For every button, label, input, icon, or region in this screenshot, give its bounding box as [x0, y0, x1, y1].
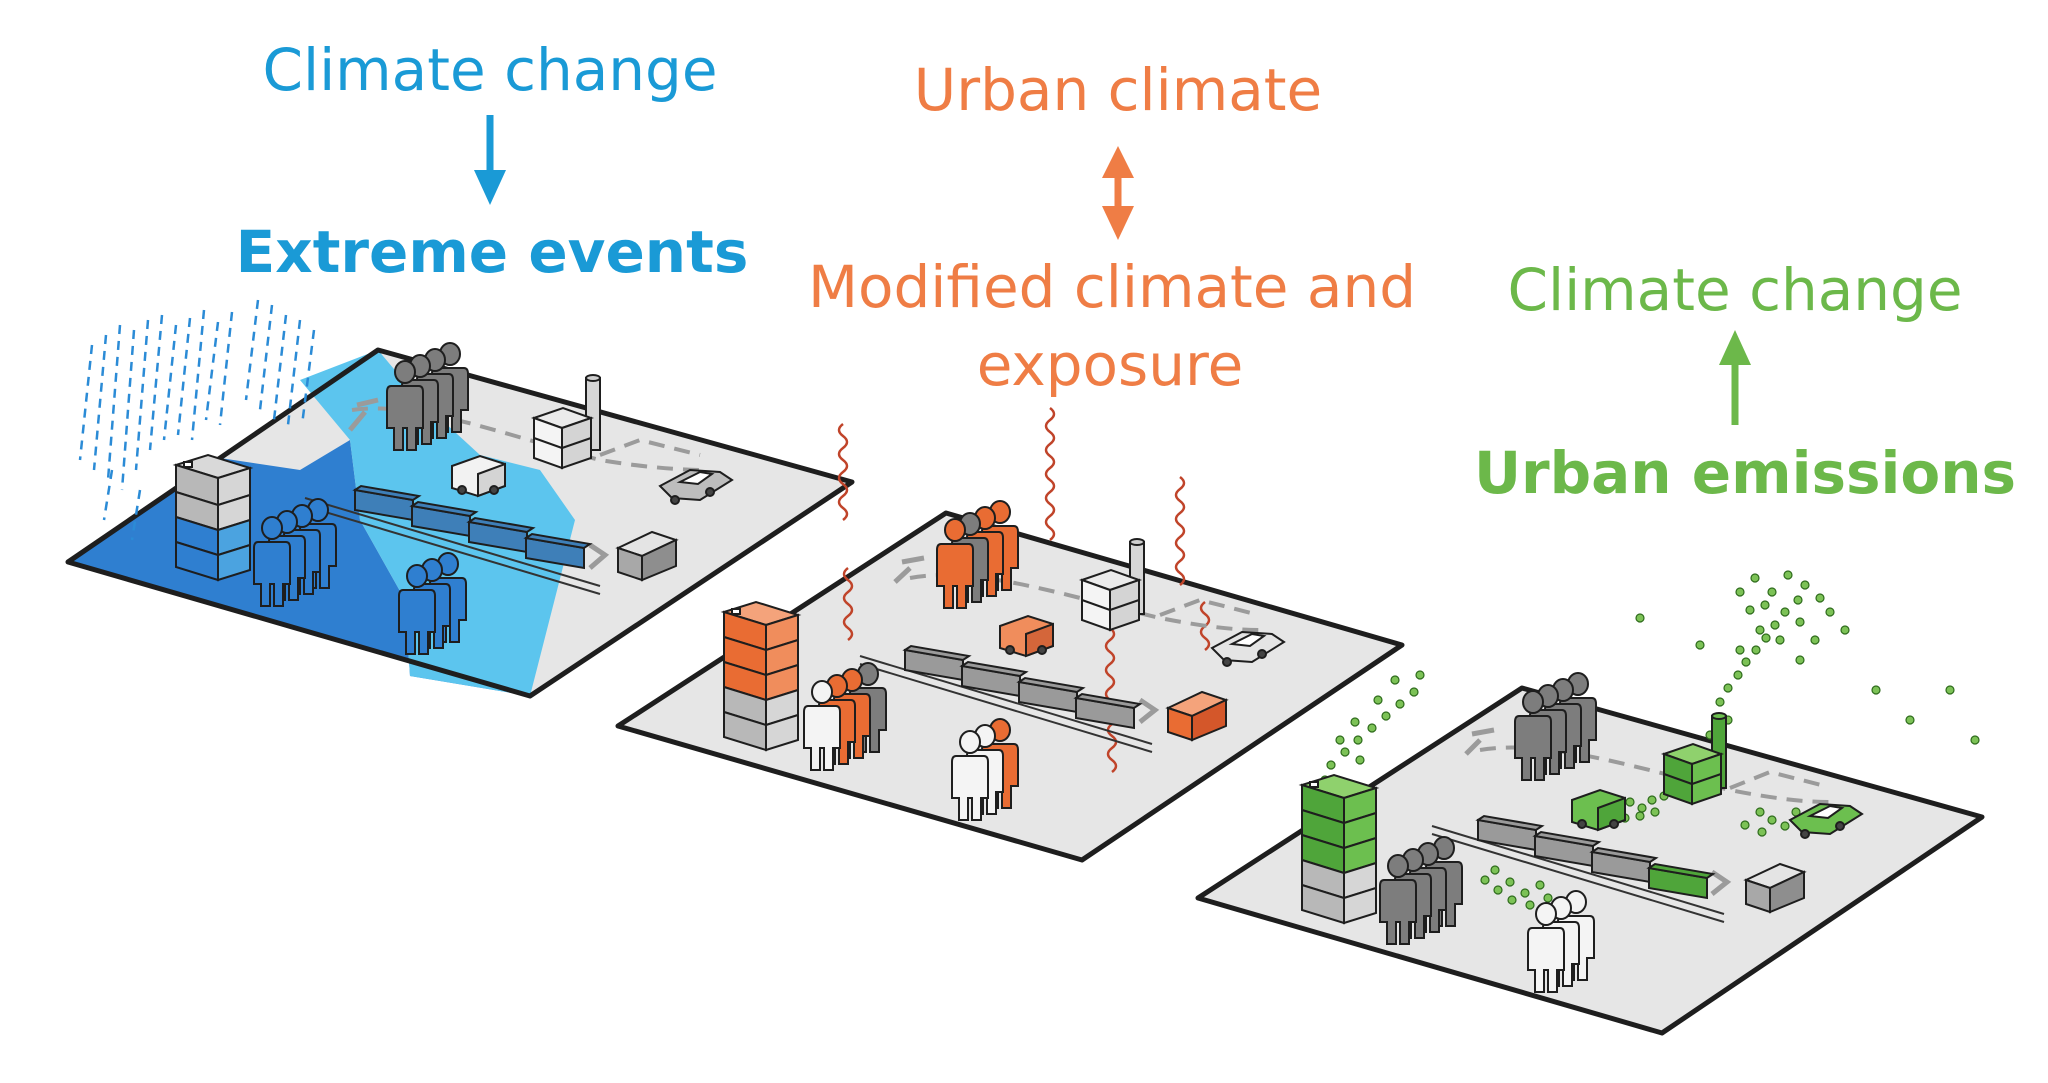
factory-building — [1078, 538, 1145, 632]
apartment-building — [172, 453, 254, 582]
rain-icon — [78, 299, 316, 541]
label-group-urban-climate: Urban climate Modified climate and expos… — [808, 56, 1416, 399]
arrow-down-icon — [474, 115, 506, 205]
label-urban-emissions: Urban emissions — [1474, 439, 2016, 507]
path-arrow-icon — [1464, 727, 1495, 756]
arrow-bidirectional-icon — [1102, 146, 1134, 240]
path-arrow-icon — [348, 397, 379, 432]
label-modified-climate-line1: Modified climate and — [808, 253, 1416, 321]
factory-building — [1660, 712, 1727, 806]
railway-track — [304, 497, 601, 595]
label-climate-change-left: Climate change — [262, 36, 717, 104]
label-extreme-events: Extreme events — [236, 218, 749, 286]
car-icon — [1210, 630, 1286, 667]
van-icon — [1571, 788, 1626, 832]
label-climate-change-right: Climate change — [1507, 256, 1962, 324]
shed-building — [1743, 862, 1807, 914]
van-icon — [451, 454, 506, 498]
ground-outline — [615, 510, 1405, 863]
label-modified-climate-line2: exposure — [977, 331, 1244, 399]
arrow-up-icon — [1719, 330, 1751, 425]
label-group-urban-emissions: Climate change Urban emissions — [1474, 256, 2016, 507]
apartment-building — [720, 600, 802, 752]
ground-outline — [1195, 685, 1985, 1036]
car-icon — [1788, 802, 1864, 839]
panel-urban-emissions — [1195, 570, 1985, 1036]
path-arrow-icon — [1138, 697, 1160, 724]
factory-building — [530, 374, 601, 470]
path-arrow-icon — [588, 542, 610, 570]
label-urban-climate: Urban climate — [914, 56, 1322, 124]
car-icon — [658, 468, 734, 505]
apartment-building — [1298, 773, 1380, 925]
shed-building — [1165, 690, 1229, 742]
heat-wave-icon — [837, 407, 1211, 773]
shed-building — [615, 530, 679, 582]
path-arrow-icon — [893, 555, 925, 584]
path-arrow-icon — [1710, 869, 1732, 896]
panel-extreme-events — [65, 299, 855, 699]
ground-outline — [65, 347, 855, 699]
label-group-extreme-events: Climate change Extreme events — [236, 36, 749, 286]
panel-urban-climate — [615, 407, 1405, 863]
emission-particles — [1320, 570, 1980, 915]
van-icon — [999, 614, 1054, 658]
